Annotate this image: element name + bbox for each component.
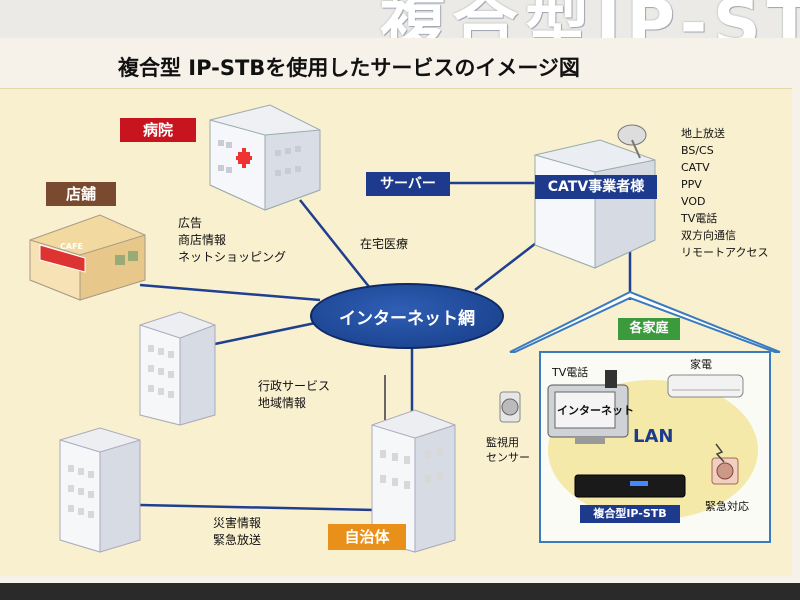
- catv-service: PPV: [681, 178, 702, 191]
- catv-services-list: 地上放送 BS/CS CATV PPV VOD TV電話 双方向通信 リモートア…: [681, 125, 768, 261]
- home-tag: 各家庭: [618, 318, 680, 340]
- banner: 複合型IP-STB: [0, 0, 800, 62]
- sensor-label: 監視用 センサー: [486, 435, 530, 465]
- admin-services: 行政サービス 地域情報: [258, 378, 330, 412]
- sensor-label-line: 監視用: [486, 436, 519, 449]
- catv-service: 地上放送: [681, 127, 725, 140]
- stb-tag: 複合型IP-STB: [580, 505, 680, 523]
- server-tag: サーバー: [366, 172, 450, 196]
- disaster-service: 災害情報: [213, 516, 262, 530]
- catv-service: CATV: [681, 161, 710, 174]
- shop-service: 広告: [178, 216, 203, 230]
- catv-service: TV電話: [681, 212, 718, 225]
- emergency-label: 緊急対応: [705, 500, 749, 513]
- tv-phone-label: TV電話: [552, 366, 589, 379]
- link-shop: [139, 283, 321, 302]
- sensor-device: [499, 391, 521, 423]
- catv-tag: CATV事業者様: [535, 175, 657, 199]
- hospital-link-label: 在宅医療: [360, 237, 409, 251]
- municipality-tag: 自治体: [328, 524, 406, 550]
- internet-network-node: インターネット網: [310, 283, 504, 349]
- link-disaster: [139, 503, 376, 512]
- municipality-tower: [371, 375, 456, 553]
- hospital-tag: 病院: [120, 118, 196, 142]
- stb-device: [574, 474, 686, 498]
- admin-service: 行政サービス: [258, 379, 331, 393]
- office-tower-bottom: [59, 427, 141, 553]
- shop-services: 広告 商店情報 ネットショッピング: [178, 215, 286, 266]
- lan-label: LAN: [633, 426, 674, 447]
- tv-screen-label: インターネット: [557, 404, 634, 417]
- catv-service: VOD: [681, 195, 706, 208]
- catv-service: リモートアクセス: [681, 246, 769, 259]
- diagram-heading: 複合型 IP-STBを使用したサービスのイメージ図: [118, 56, 580, 80]
- admin-service: 地域情報: [258, 396, 307, 410]
- tv-set: [547, 370, 629, 444]
- hospital-building: [209, 104, 321, 211]
- office-tower-left: [139, 311, 216, 426]
- disaster-services: 災害情報 緊急放送: [213, 515, 261, 549]
- cafe-sign: CAFE: [60, 242, 83, 251]
- shop-tag: 店舗: [46, 182, 116, 206]
- appliance-label: 家電: [690, 358, 712, 371]
- cafe-building: [29, 214, 146, 301]
- catv-service: BS/CS: [681, 144, 714, 157]
- disaster-service: 緊急放送: [213, 533, 262, 547]
- emergency-device: [711, 443, 739, 485]
- link-catv: [474, 239, 541, 291]
- air-conditioner: [667, 374, 744, 398]
- link-admin: [209, 320, 321, 347]
- catv-service: 双方向通信: [681, 229, 736, 242]
- shop-service: 商店情報: [178, 233, 227, 247]
- sensor-label-line: センサー: [486, 451, 530, 464]
- link-hospital: [299, 199, 371, 289]
- shop-service: ネットショッピング: [178, 250, 287, 264]
